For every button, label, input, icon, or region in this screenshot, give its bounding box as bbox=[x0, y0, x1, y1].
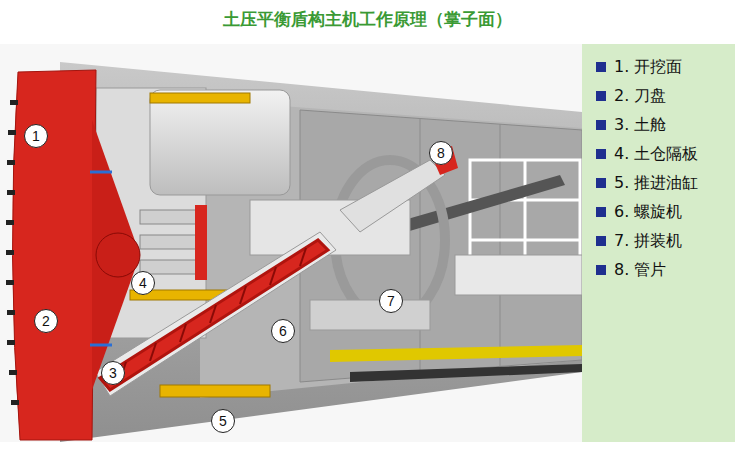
legend-swatch bbox=[596, 120, 606, 130]
legend-row: 7. 拼装机 bbox=[596, 230, 682, 252]
callout-number: 4 bbox=[131, 271, 155, 295]
legend-row: 5. 推进油缸 bbox=[596, 172, 698, 194]
legend-text: 3. 土舱 bbox=[614, 115, 666, 136]
legend-swatch bbox=[596, 91, 606, 101]
diagram-title: 土压平衡盾构主机工作原理（掌子面） bbox=[0, 8, 735, 31]
legend-text: 5. 推进油缸 bbox=[614, 173, 698, 194]
legend-row: 3. 土舱 bbox=[596, 114, 666, 136]
legend-row: 4. 土仓隔板 bbox=[596, 143, 698, 165]
shield-machine-illustration bbox=[0, 44, 582, 442]
legend-text: 2. 刀盘 bbox=[614, 86, 666, 107]
legend-row: 8. 管片 bbox=[596, 259, 666, 281]
legend-text: 4. 土仓隔板 bbox=[614, 144, 698, 165]
legend-swatch bbox=[596, 178, 606, 188]
legend-text: 8. 管片 bbox=[614, 260, 666, 281]
callout-number: 2 bbox=[34, 309, 58, 333]
callout-number: 3 bbox=[101, 361, 125, 385]
legend-row: 6. 螺旋机 bbox=[596, 201, 682, 223]
callout-number: 7 bbox=[379, 289, 403, 313]
legend-swatch bbox=[596, 62, 606, 72]
legend-swatch bbox=[596, 149, 606, 159]
legend-row: 2. 刀盘 bbox=[596, 85, 666, 107]
callout-number: 5 bbox=[211, 409, 235, 433]
callout-number: 1 bbox=[24, 124, 48, 148]
legend-swatch bbox=[596, 265, 606, 275]
callout-number: 8 bbox=[429, 141, 453, 165]
legend-swatch bbox=[596, 236, 606, 246]
legend-text: 7. 拼装机 bbox=[614, 231, 682, 252]
legend-text: 1. 开挖面 bbox=[614, 57, 682, 78]
legend-swatch bbox=[596, 207, 606, 217]
legend-row: 1. 开挖面 bbox=[596, 56, 682, 78]
callout-number: 6 bbox=[271, 319, 295, 343]
legend-text: 6. 螺旋机 bbox=[614, 202, 682, 223]
